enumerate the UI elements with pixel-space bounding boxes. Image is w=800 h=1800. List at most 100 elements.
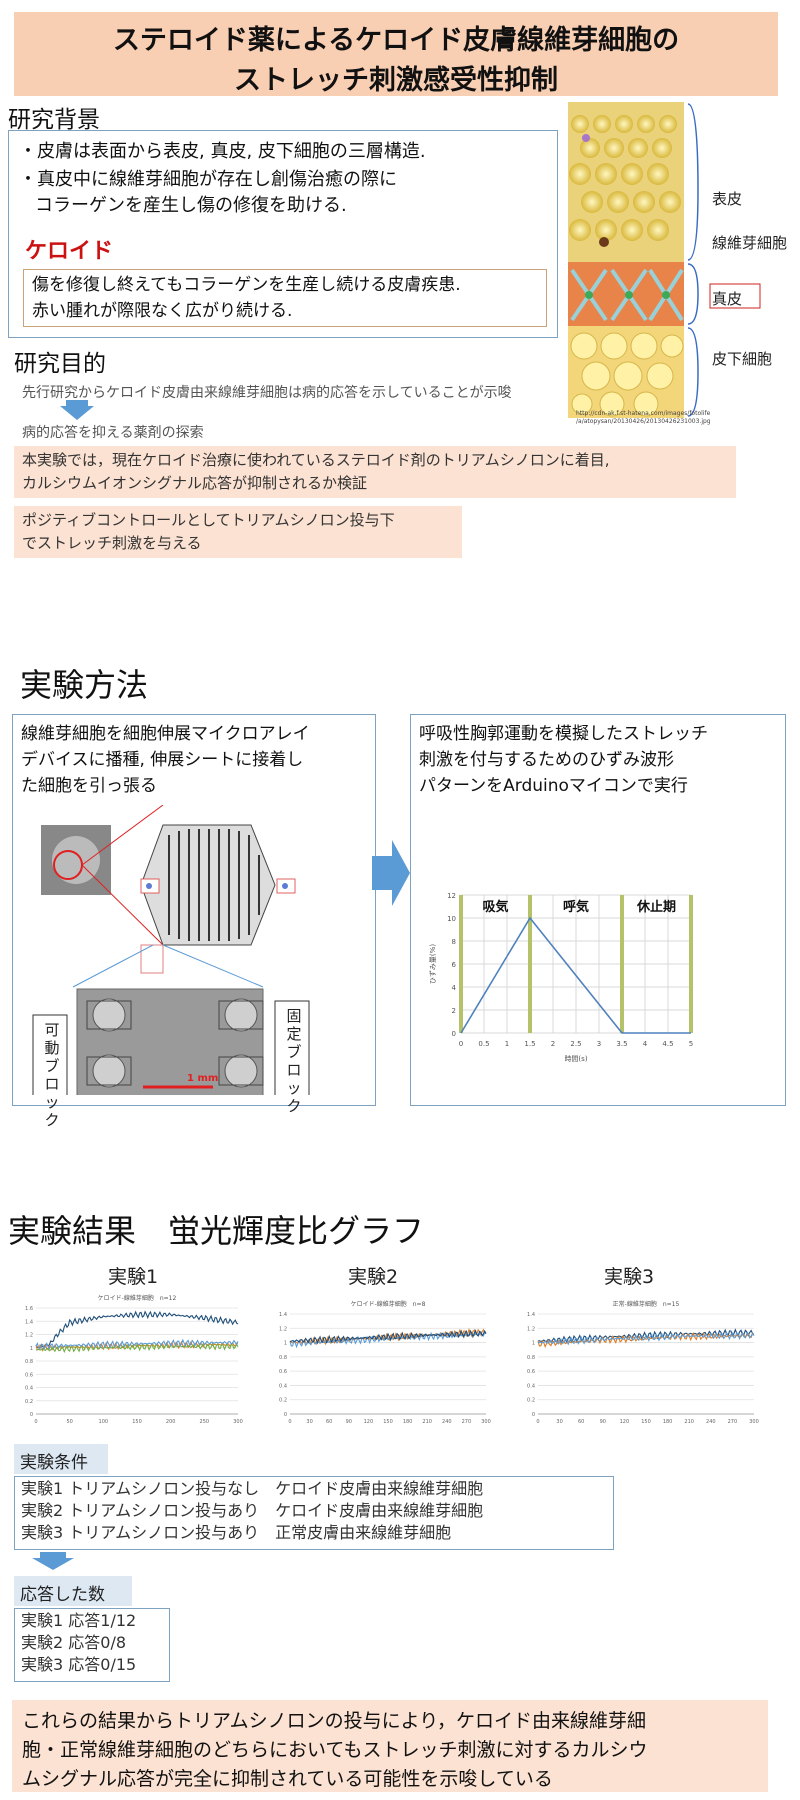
microarray-pillars — [168, 829, 260, 941]
y-tick-label: 0 — [30, 1412, 33, 1418]
methods-left-line-1: 線維芽細胞を細胞伸展マイクロアレイ — [21, 724, 310, 744]
methods-right-line-3: パターンをArduinoマイコンで実行 — [419, 776, 688, 796]
purpose-box-2: ポジティブコントロールとしてトリアムシノロン投与下 でストレッチ刺激を与える — [14, 506, 462, 558]
purpose-box-1: 本実験では，現在ケロイド治療に使われているステロイド剤のトリアムシノロンに着目,… — [14, 446, 736, 498]
title-banner: ステロイド薬によるケロイド皮膚線維芽細胞の ストレッチ刺激感受性抑制 — [14, 12, 778, 96]
keloid-label: ケロイド — [25, 239, 114, 264]
ratio-series-line — [35, 1342, 239, 1354]
strain-waveform-line — [460, 916, 691, 1034]
x-axis-label: 時間(s) — [564, 1055, 587, 1063]
methods-right-line-2: 刺激を付与するためのひずみ波形 — [419, 750, 674, 770]
conclusion-line-2: 胞・正常線維芽細胞のどちらにおいてもストレッチ刺激に対するカルシウ — [22, 1739, 648, 1761]
background-box: ・皮膚は表面から表皮, 真皮, 皮下細胞の三層構造. ・真皮中に線維芽細胞が存在… — [8, 130, 558, 338]
y-tick-label: 0.8 — [279, 1355, 287, 1361]
y-tick-label: 0.6 — [279, 1369, 287, 1375]
dermis-label: 真皮 — [712, 290, 743, 308]
fixed-block-label: 固定ブロック — [286, 1007, 302, 1115]
conclusion-line-1: これらの結果からトリアムシノロンの投与により，ケロイド由来線維芽細 — [22, 1710, 646, 1732]
ratio-series-line — [289, 1329, 487, 1345]
y-tick-label: 0.4 — [25, 1386, 33, 1392]
x-tick-label: 90 — [346, 1419, 352, 1425]
x-tick-label: 300 — [749, 1419, 759, 1425]
x-tick-label: 120 — [620, 1419, 630, 1425]
methods-right-panel: 呼吸性胸郭運動を模擬したストレッチ 刺激を付与するためのひずみ波形 パターンをA… — [410, 714, 786, 1106]
y-tick-label: 12 — [447, 892, 456, 900]
ratio-series-line — [35, 1338, 239, 1351]
x-tick-label: 300 — [481, 1419, 491, 1425]
x-tick-label: 240 — [706, 1419, 716, 1425]
subcutis-label: 皮下細胞 — [712, 350, 773, 368]
x-tick-label: 30 — [556, 1419, 562, 1425]
background-bullet-1: ・皮膚は表面から表皮, 真皮, 皮下細胞の三層構造. — [19, 141, 426, 162]
x-tick-label: 0 — [536, 1419, 539, 1425]
exp2-heading: 実験2 — [348, 1266, 399, 1288]
y-tick-label: 1.4 — [25, 1319, 33, 1325]
x-tick-label: 2.5 — [570, 1040, 581, 1048]
x-tick-label: 2 — [551, 1040, 555, 1048]
y-tick-label: 0.4 — [279, 1383, 287, 1389]
y-tick-label: 0.6 — [25, 1372, 33, 1378]
y-tick-label: 1.2 — [279, 1326, 287, 1332]
x-tick-label: 0 — [459, 1040, 463, 1048]
conditions-label: 実験条件 — [20, 1453, 88, 1473]
image-credit-2: /a/atopysan/20130426/20130426231003.jpg — [576, 418, 711, 425]
background-bullet-2b: コラーゲンを産生し傷の修復を助ける. — [35, 195, 347, 216]
scale-bar-label: 1 mm — [187, 1073, 219, 1084]
responses-label-box: 応答した数 — [14, 1576, 132, 1606]
purpose-box-2-line-2: でストレッチ刺激を与える — [22, 534, 202, 552]
background-bullet-2a: ・真皮中に線維芽細胞が存在し創傷治癒の際に — [19, 169, 397, 190]
x-tick-label: 150 — [641, 1419, 651, 1425]
x-tick-label: 90 — [600, 1419, 606, 1425]
y-tick-label: 2 — [452, 1007, 456, 1015]
background-heading: 研究背景 — [8, 107, 100, 133]
purpose-box-1-line-1: 本実験では，現在ケロイド治療に使われているステロイド剤のトリアムシノロンに着目, — [22, 451, 610, 469]
y-tick-label: 0 — [284, 1412, 287, 1418]
x-tick-label: 1.5 — [524, 1040, 535, 1048]
fibroblast-dots — [585, 291, 670, 299]
exp3-heading: 実験3 — [604, 1266, 655, 1288]
results-heading: 実験結果 蛍光輝度比グラフ — [8, 1212, 425, 1250]
epidermis-cells — [569, 115, 681, 247]
response-2: 実験2 応答0/8 — [21, 1633, 127, 1652]
x-tick-label: 200 — [166, 1419, 176, 1425]
y-tick-label: 0.2 — [279, 1398, 287, 1404]
x-tick-label: 3 — [597, 1040, 601, 1048]
responses-box: 実験1 応答1/12 実験2 応答0/8 実験3 応答0/15 — [14, 1608, 170, 1682]
purpose-arrow-icon — [60, 400, 94, 420]
x-tick-label: 210 — [684, 1419, 694, 1425]
conclusion-box: これらの結果からトリアムシノロンの投与により，ケロイド由来線維芽細 胞・正常線維… — [12, 1700, 768, 1792]
fat-cells — [570, 332, 684, 417]
x-tick-label: 60 — [578, 1419, 584, 1425]
phase-label: 吸気 — [482, 899, 508, 915]
condition-2: 実験2 トリアムシノロン投与あり ケロイド皮膚由来線維芽細胞 — [21, 1501, 484, 1520]
x-tick-label: 150 — [383, 1419, 393, 1425]
x-tick-label: 240 — [442, 1419, 452, 1425]
skin-structure-illustration — [568, 102, 761, 418]
x-tick-label: 300 — [233, 1419, 243, 1425]
chart-title: ケロイド-線維芽細胞 n=8 — [351, 1300, 426, 1308]
condition-3: 実験3 トリアムシノロン投与あり 正常皮膚由来線維芽細胞 — [21, 1523, 452, 1542]
x-tick-label: 5 — [689, 1040, 693, 1048]
responses-label: 応答した数 — [20, 1585, 105, 1605]
movable-block-label: 可動ブロック — [44, 1021, 60, 1129]
methods-right-line-1: 呼吸性胸郭運動を模擬したストレッチ — [419, 724, 708, 744]
x-tick-label: 250 — [200, 1419, 210, 1425]
y-axis-label: ひずみ量(%) — [428, 944, 437, 984]
y-tick-label: 0.8 — [527, 1355, 535, 1361]
x-tick-label: 120 — [364, 1419, 374, 1425]
methods-left-panel: 線維芽細胞を細胞伸展マイクロアレイ デバイスに播種, 伸展シートに接着し た細胞… — [12, 714, 376, 1129]
ratio-series-line — [35, 1310, 239, 1349]
conditions-box: 実験1 トリアムシノロン投与なし ケロイド皮膚由来線維芽細胞 実験2 トリアムシ… — [14, 1476, 614, 1550]
x-tick-label: 30 — [306, 1419, 312, 1425]
exp1-heading: 実験1 — [108, 1266, 159, 1288]
fibroblast-label: 線維芽細胞 — [712, 234, 788, 252]
x-tick-label: 1 — [505, 1040, 509, 1048]
keloid-definition-box: 傷を修復し終えてもコラーゲンを生産し続ける皮膚疾患. 赤い腫れが際限なく広がり続… — [23, 269, 547, 327]
x-tick-label: 0 — [288, 1419, 291, 1425]
y-tick-label: 4 — [452, 984, 457, 992]
purpose-box-1-line-2: カルシウムイオンシグナル応答が抑制されるか検証 — [22, 474, 368, 492]
x-tick-label: 4.5 — [662, 1040, 673, 1048]
methods-left-line-3: た細胞を引っ張る — [21, 776, 157, 796]
y-tick-label: 10 — [447, 915, 456, 923]
